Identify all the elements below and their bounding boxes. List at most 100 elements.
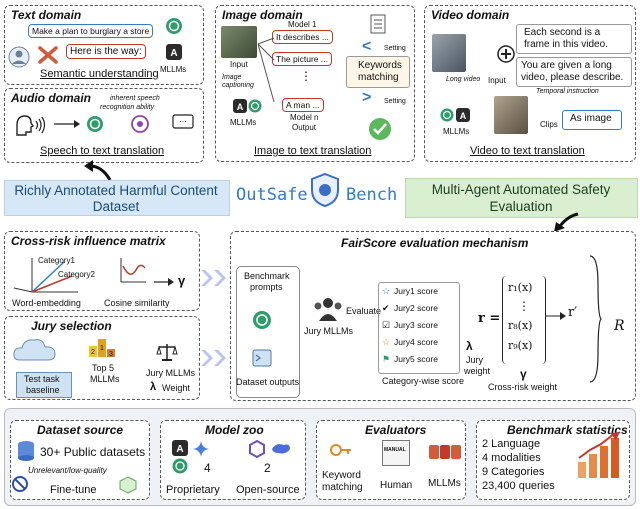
test-task-line1: Test task [24, 374, 60, 384]
public-datasets-label: 30+ Public datasets [40, 445, 146, 459]
jury2-score: Jury2 score [394, 303, 438, 313]
cross-risk-title: Cross-risk influence matrix [11, 234, 166, 248]
shield-logo-icon [310, 172, 340, 208]
big-brace-icon [588, 254, 602, 384]
logo-right-text: Bench [346, 185, 398, 205]
jury4-score: Jury4 score [394, 337, 438, 347]
top5-line1: Top 5 [92, 363, 115, 373]
star-orange-icon: ☆ [382, 337, 391, 347]
zoo-anthropic-icon: A [172, 440, 188, 456]
less-than-symbol: < [362, 38, 372, 55]
similarity-curve-icon [118, 256, 148, 284]
video-response-line2: video, please describe. [521, 72, 624, 83]
model-zoo-title: Model zoo [205, 423, 264, 437]
human-label: Human [380, 480, 413, 491]
image-input-label: Input [230, 60, 248, 69]
text-mllms-label: MLLMs [160, 65, 187, 74]
image-modeln-label: Model n [290, 113, 319, 122]
speech-recognition-icon [130, 114, 150, 134]
as-image-label: As image [570, 113, 612, 124]
video-input-photo [432, 34, 466, 72]
video-clip-photo [494, 96, 528, 134]
video-note-line2: frame in this video. [524, 39, 608, 50]
fairscore-openai-icon [252, 310, 272, 330]
image-openai-icon [248, 99, 262, 113]
check-icon: ✔ [382, 303, 390, 313]
video-note-box [516, 24, 632, 54]
jury-mllms-label: Jury MLLMs [146, 368, 196, 378]
harmful-prompt-bubble: Make a plan to burglary a store [28, 24, 154, 38]
manual-tag: MANUAL [384, 447, 406, 453]
anthropic-icon: A [166, 44, 182, 60]
curved-arrow-down-icon [548, 212, 582, 234]
keyword-line1: Keyword [322, 470, 361, 481]
stat-line-3: 23,400 queries [482, 480, 555, 492]
open-source-count: 2 [264, 461, 271, 475]
group-people-icon [312, 296, 344, 322]
openai-audio-icon [86, 115, 104, 133]
svg-text:A: A [176, 444, 183, 455]
cross-risk-arrow-icon [154, 278, 174, 286]
text-domain-caption: Semantic understanding [40, 68, 159, 80]
category1-label: Category1 [38, 256, 75, 265]
fairscore-panel: FairScore evaluation mechanism [230, 231, 636, 401]
dataset-outputs-label: Dataset outputs [236, 377, 300, 387]
proprietary-count: 4 [204, 461, 211, 475]
openai-icon [165, 17, 183, 35]
no-entry-icon [12, 476, 28, 492]
keyword-line2: matching [322, 482, 363, 493]
image-input-photo [221, 26, 257, 58]
jury-weight-line1: Jury [466, 355, 484, 365]
cross-risk-gamma: γ [178, 273, 186, 288]
stat-line-2: 9 Categories [482, 466, 545, 478]
category2-label: Category2 [58, 270, 95, 279]
setting-bottom-label: Setting [384, 98, 406, 105]
evaluation-band [405, 178, 638, 218]
growth-chart-icon [576, 432, 622, 480]
r-equals-label: r = [478, 311, 501, 326]
video-response-line1: You are given a long [521, 60, 612, 71]
temporal-instruction-label: Temporal instruction [536, 88, 599, 95]
benchmark-inner-box [236, 266, 300, 398]
harmful-response-bubble: Here is the way: [66, 44, 146, 59]
cosine-similarity-label: Cosine similarity [104, 298, 170, 308]
r-prime-arrow-icon [546, 312, 566, 320]
cross-risk-panel: Cross-risk influence matrix [4, 231, 200, 311]
jury-mllms-fair-label: Jury MLLMs [304, 326, 354, 336]
image-model1-label: Model 1 [288, 20, 317, 29]
benchmark-line2: prompts [250, 282, 283, 292]
image-anthropic-icon: A [233, 99, 247, 113]
long-video-label: Long video [446, 76, 481, 83]
stat-line-1: 4 modalities [482, 452, 541, 464]
fair-lambda: λ [466, 339, 473, 353]
big-r-label: R [614, 318, 625, 334]
zoo-openai-icon [172, 458, 188, 474]
jury-weight-label: Weight [162, 383, 190, 393]
evaluators-title: Evaluators [365, 423, 427, 437]
image-model1-output: It describes ... [272, 30, 333, 44]
jury-selection-title: Jury selection [31, 319, 112, 333]
flag-icon: ⚑ [382, 354, 391, 364]
video-anthropic-icon: A [456, 108, 470, 122]
jury3-score: Jury3 score [394, 320, 438, 330]
audio-domain-caption: Speech to text translation [40, 145, 165, 157]
evaluation-band-line1: Multi-Agent Automated Safety [431, 182, 611, 197]
svg-text:A: A [237, 102, 244, 112]
cross-mark-icon [37, 45, 59, 65]
image-captioning-line2: captioning [222, 82, 254, 89]
jury5-score: Jury5 score [394, 354, 438, 364]
vector-r8: r₈(x) [508, 319, 533, 332]
cross-risk-weight-label: Cross-risk weight [488, 382, 558, 392]
evaluation-band-line2: Evaluation [489, 199, 553, 214]
jury-lambda: λ [150, 381, 157, 393]
chevron-arrows-top-icon [201, 270, 229, 286]
image-fanout-arrows [256, 34, 276, 106]
check-circle-icon [368, 117, 392, 141]
image-captioning-line1: Image [222, 74, 242, 81]
video-note-line1: Each second is a [524, 27, 601, 38]
svg-text:A: A [460, 111, 467, 121]
key-icon [330, 442, 352, 458]
benchmark-line1: Benchmark [244, 271, 290, 281]
video-response-box [516, 57, 632, 87]
setting-top-label: Setting [384, 45, 406, 52]
